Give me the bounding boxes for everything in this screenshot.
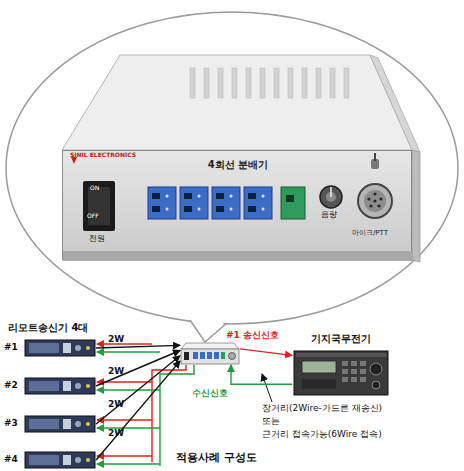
receive-branch (97, 463, 160, 464)
callout-bubble (6, 12, 458, 324)
annotation-note: 또는 (262, 416, 280, 426)
send-branch (97, 419, 152, 420)
distributor-panel: 4회선 분배기 (62, 150, 412, 260)
remote-unit-art (24, 414, 96, 434)
switch-marking: ON (90, 185, 99, 192)
wire-label: 2W (108, 366, 124, 376)
base-station-radio: 기지국무전기 (292, 333, 390, 397)
leader-line (262, 374, 272, 402)
send-bus (152, 365, 186, 462)
device-heading: 기지국무전기 (292, 333, 390, 345)
signal-wire (96, 345, 180, 348)
wire-label: 2W (108, 399, 124, 409)
annotation-note: 근거리 접속가능(6Wire 접속) (262, 429, 382, 439)
send-branch (97, 343, 152, 344)
device-title: 4회선 분배기 (63, 159, 413, 171)
signal-wire (96, 356, 180, 424)
distributor-art (180, 342, 240, 365)
control-label: 마이크/PTT (352, 229, 388, 237)
remote-transmitter: #1 (4, 338, 96, 358)
figure-caption: 적용사례 구성도 (176, 452, 257, 465)
device-top (62, 55, 420, 262)
callout-number: #1 (4, 342, 22, 352)
remote-unit-art (24, 376, 96, 396)
remote-transmitter: #3 (4, 414, 96, 434)
annotation-note: 장거리(2Wire-가드른 재송신) (262, 403, 382, 413)
callout-number: #4 (4, 454, 22, 464)
remote-unit-art (24, 450, 96, 470)
wire-label: 2W (108, 428, 124, 438)
receive-branch (97, 389, 160, 390)
wire-label: 2W (108, 334, 124, 344)
line-distributor (180, 342, 240, 365)
control-label: 음량 (321, 210, 337, 219)
signal-wire (96, 351, 180, 387)
control-label: 전원 (89, 234, 105, 243)
callout-number: #3 (4, 418, 22, 428)
wire-label: 수신신호 (192, 388, 228, 398)
switch-marking: OFF (87, 213, 99, 220)
receive-branch (97, 351, 160, 352)
callout-number: #2 (4, 380, 22, 390)
callout-tail-fill (187, 314, 231, 342)
signal-wire (96, 361, 180, 460)
signal-wire (231, 365, 292, 384)
send-branch (97, 381, 152, 382)
brand-logo: SINIL ELECTRONICS (70, 152, 136, 159)
group-label: 리모트송신기 4대 (8, 322, 88, 334)
receive-branch (97, 427, 160, 428)
callout-tail (190, 320, 227, 342)
radio-art (292, 349, 390, 397)
remote-transmitter: #4 (4, 450, 96, 470)
remote-transmitter: #2 (4, 376, 96, 396)
wire-label: #1 송신신호 (226, 330, 279, 340)
send-branch (97, 455, 152, 456)
remote-unit-art (24, 338, 96, 358)
receive-bus (160, 365, 194, 466)
signal-wire (240, 349, 292, 356)
